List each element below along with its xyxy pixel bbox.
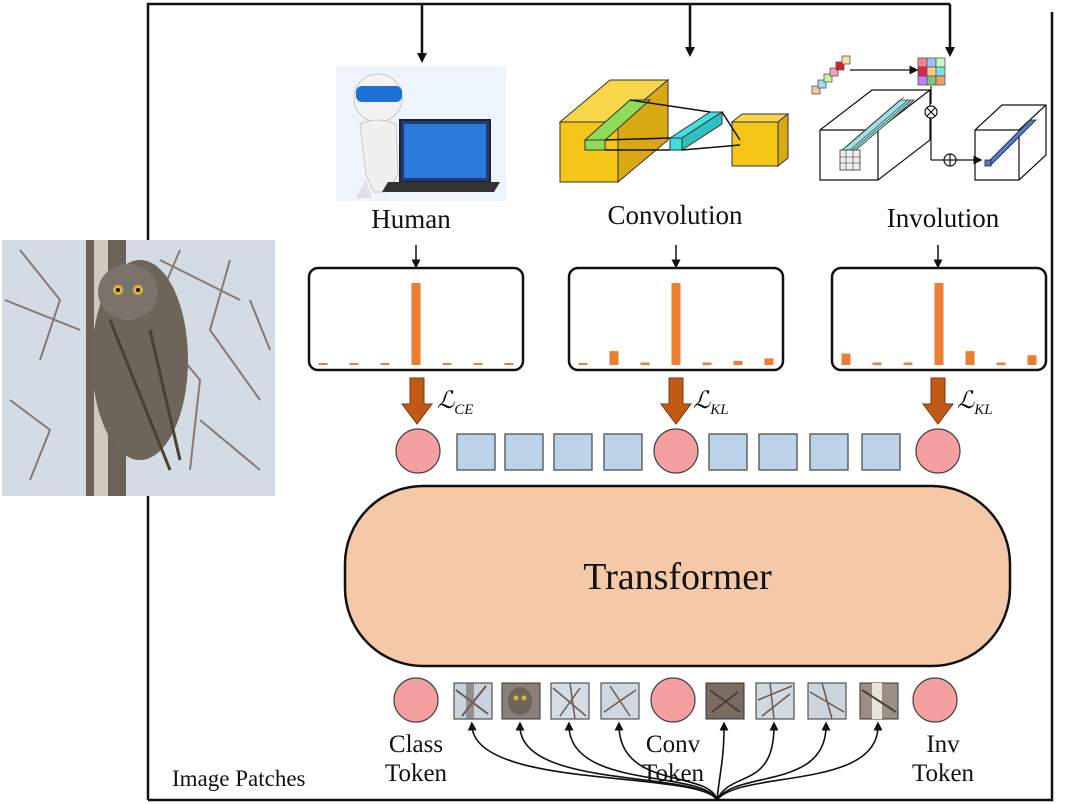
- input-inv-token: [912, 677, 958, 723]
- image-patch: [705, 682, 745, 720]
- conv-token-label: Conv Token: [613, 730, 733, 788]
- loss-arrow-inv: [922, 377, 954, 425]
- involution-label: Involution: [886, 203, 1000, 233]
- output-conv-token: [653, 428, 699, 474]
- class-token-label-line2: Token: [384, 760, 448, 787]
- owl-image: [2, 240, 275, 496]
- inv-token-label-line1: Inv: [926, 731, 960, 758]
- output-patch-token: [861, 433, 901, 471]
- class-token-label: Class Token: [356, 730, 476, 788]
- image-patch: [807, 682, 847, 720]
- distribution-bar-inv: [1027, 355, 1037, 365]
- convolution-illustration: [558, 78, 790, 184]
- output-class-token: [395, 428, 441, 474]
- distribution-bar-inv: [872, 362, 882, 365]
- image-patch: [453, 682, 493, 720]
- class-token-label-line1: Class: [388, 731, 444, 758]
- loss-label-inv: ℒKL: [957, 388, 993, 418]
- distribution-bar-human: [411, 283, 421, 365]
- convolution-label: Convolution: [607, 200, 743, 230]
- output-patch-token: [758, 433, 798, 471]
- image-patch: [501, 682, 541, 720]
- involution-illustration: [811, 55, 1047, 181]
- conv-token-label-line2: Token: [641, 760, 705, 787]
- frame-left-top-line: [146, 2, 950, 800]
- output-patch-token: [708, 433, 748, 471]
- output-patch-token: [553, 433, 593, 471]
- distribution-box-conv: [567, 266, 785, 372]
- distribution-bar-conv: [578, 363, 588, 365]
- distribution-bar-human: [473, 363, 483, 365]
- inv-token-label: Inv Token: [883, 730, 1003, 788]
- patch-input-arrows: [467, 721, 883, 801]
- output-patch-token: [809, 433, 849, 471]
- output-patch-token: [603, 433, 643, 471]
- input-conv-token: [650, 677, 696, 723]
- human-illustration: [336, 66, 506, 201]
- distribution-bar-inv: [934, 283, 944, 365]
- distribution-bar-human: [504, 363, 514, 365]
- distribution-bar-conv: [764, 358, 774, 365]
- image-patch: [600, 682, 640, 720]
- output-patch-token: [456, 433, 496, 471]
- frame-lines: [146, 2, 1054, 802]
- transformer-label: Transformer: [583, 556, 772, 598]
- distribution-bar-inv: [996, 362, 1006, 365]
- transformer-block: [343, 484, 1012, 668]
- frame-bottom-right-line: [148, 12, 1054, 802]
- distribution-bar-human: [442, 363, 452, 365]
- distribution-bar-inv: [965, 351, 975, 365]
- loss-label-conv: ℒKL: [693, 388, 729, 418]
- distribution-bar-human: [349, 363, 359, 365]
- input-token-row: [393, 677, 958, 723]
- distribution-box-human: [307, 266, 525, 372]
- distribution-bar-human: [318, 363, 328, 365]
- image-patch: [550, 682, 590, 720]
- distribution-bar-inv: [903, 362, 913, 365]
- image-patch: [859, 682, 899, 720]
- input-class-token: [393, 677, 439, 723]
- distribution-bar-conv: [640, 362, 650, 365]
- conv-token-label-line1: Conv: [645, 731, 701, 758]
- distribution-box-inv: [830, 266, 1048, 372]
- loss-label-human: ℒCE: [437, 388, 474, 418]
- loss-arrow-conv: [660, 377, 692, 425]
- distribution-bar-conv: [702, 362, 712, 365]
- distribution-bar-conv: [733, 360, 743, 365]
- output-inv-token: [915, 428, 961, 474]
- inv-token-label-line2: Token: [911, 760, 975, 787]
- distribution-bar-conv: [609, 351, 619, 365]
- image-patches-label: Image Patches: [172, 766, 306, 791]
- distribution-bar-inv: [841, 353, 851, 365]
- output-token-row: [395, 428, 961, 474]
- distribution-bar-human: [380, 363, 390, 365]
- distribution-bar-conv: [671, 283, 681, 365]
- image-patch: [755, 682, 795, 720]
- loss-arrow-human: [401, 377, 433, 425]
- output-patch-token: [504, 433, 544, 471]
- human-label: Human: [371, 204, 451, 234]
